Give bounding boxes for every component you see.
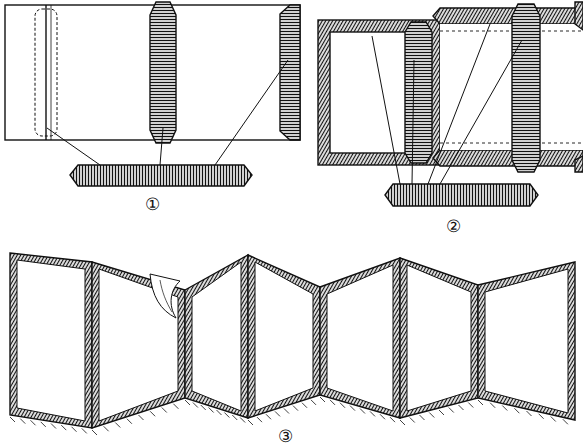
floor-shading [10,417,15,422]
page-frame [10,253,92,428]
page [17,260,85,421]
floor-shading [551,417,556,422]
floor-shading [502,406,507,411]
floor-shading [150,411,155,416]
floor-shading [139,415,144,420]
floor-shading [41,422,46,427]
page-frame [478,262,575,420]
floor-shading [459,405,464,410]
page-frame [400,258,478,418]
floor-shading [439,410,444,415]
floor-shading [478,400,483,405]
floor-shading [320,397,325,402]
floor-shading [92,430,97,435]
floor-shading [201,405,206,410]
page-frame [185,255,248,418]
page [327,265,393,411]
floor-shading [72,427,77,432]
floor-shading [360,409,365,414]
floor-shading [420,415,425,420]
page-frame [248,255,320,418]
page [485,269,568,413]
floor-shading [302,403,307,408]
floor-shading [563,419,568,424]
floor-shading [490,403,495,408]
floor-shading [240,418,245,423]
floor-shading [127,419,132,424]
floor-shading [539,414,544,419]
floor-shading [193,403,198,408]
figure-number: ③ [273,426,297,446]
floor-shading [340,403,345,408]
floor-shading [400,420,405,425]
floor-shading [31,420,36,425]
floor-shading [311,400,316,405]
floor-shading [293,406,298,411]
floor-shading [410,418,415,423]
floor-shading [330,400,335,405]
floor-shading [185,400,190,405]
floor-shading [390,417,395,422]
floor-shading [162,408,167,413]
floor-shading [224,413,229,418]
floor-shading [284,409,289,414]
floor-shading [248,420,253,425]
floor-shading [51,424,56,429]
floor-shading [82,428,87,433]
floor-shading [350,406,355,411]
page [255,262,313,411]
joined-sheets [318,2,583,206]
floor-shading [370,411,375,416]
floor-shading [209,408,214,413]
floor-shading [266,414,271,419]
sheet-with-tapes [5,2,300,186]
folded-accordion [10,253,575,435]
page [192,262,241,411]
floor-shading [20,419,25,424]
floor-shading [380,414,385,419]
floor-shading [449,408,454,413]
floor-shading [173,404,178,409]
figure-number: ① [140,194,164,214]
floor-shading [429,413,434,418]
curled-corner [160,280,172,312]
floor-shading [514,408,519,413]
floor-shading [468,403,473,408]
page-frame [92,262,185,428]
page [407,265,471,411]
floor-shading [275,411,280,416]
floor-shading [232,415,237,420]
floor-shading [104,426,109,431]
page-frame [320,258,400,418]
floor-shading [257,417,262,422]
floor-shading [527,411,532,416]
floor-shading [217,410,222,415]
curled-corner [150,274,180,318]
floor-shading [61,425,66,430]
floor-shading [115,423,120,428]
figure-number: ② [441,216,465,236]
